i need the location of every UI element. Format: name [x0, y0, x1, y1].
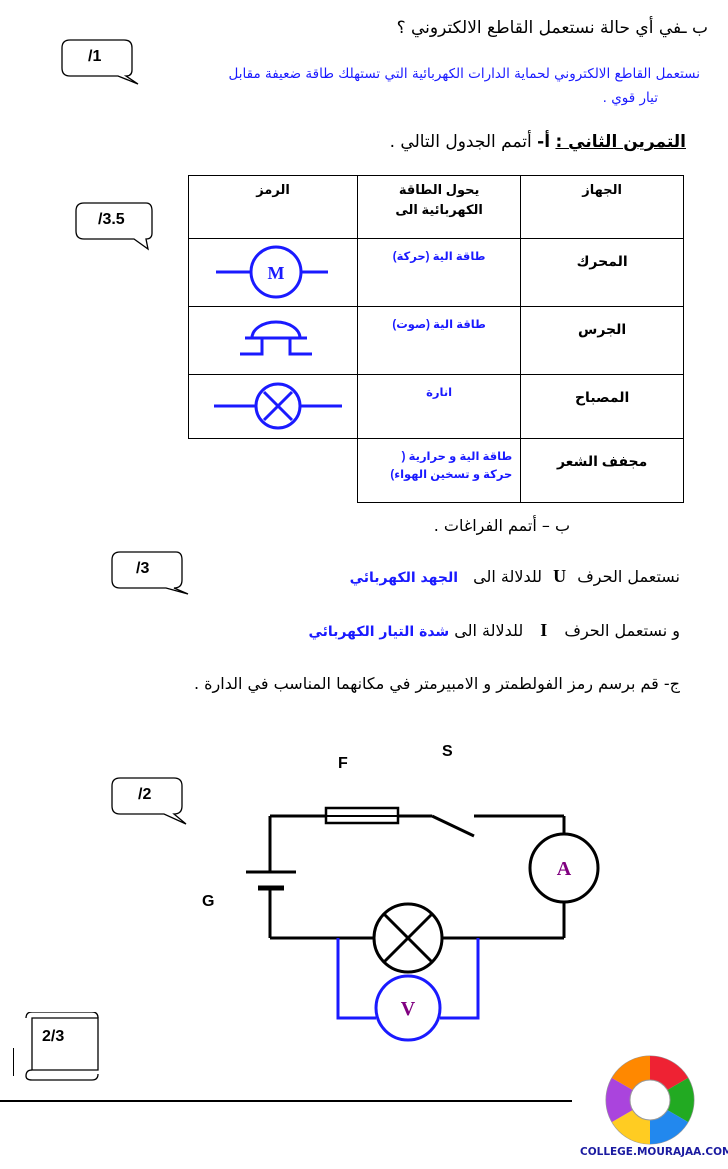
line-i-answer: شدة التيار الكهربائي: [308, 624, 450, 640]
score-2: /2: [138, 786, 152, 803]
header-energy-line1: يحول الطاقة: [398, 182, 480, 197]
device-cell: المصباح: [520, 374, 684, 439]
symbol-cell: [188, 306, 358, 375]
header-energy: يحول الطاقة الكهربائية الى: [356, 175, 522, 239]
line-i-mid: للدلالة الى: [454, 621, 524, 640]
motor-letter: M: [268, 263, 285, 283]
line-u-letter: U: [553, 566, 567, 586]
switch-icon: [431, 814, 475, 838]
score-bubble-3: /3: [111, 551, 202, 607]
answer-1-line1: نستعمل القاطع الالكتروني لحماية الدارات …: [228, 66, 700, 82]
voltmeter-letter: V: [401, 998, 416, 1020]
voltmeter-icon: [374, 974, 442, 1042]
symbol-cell: M: [188, 238, 358, 307]
energy-line1: طاقة الية و حرارية (: [401, 451, 513, 463]
table-row: مجفف الشعر طاقة الية و حرارية ( حركة و ت…: [188, 438, 684, 503]
ammeter-letter: A: [557, 858, 572, 880]
page-number: 2/3: [42, 1028, 65, 1045]
energy-cell: طاقة الية و حرارية ( حركة و تسخين الهواء…: [356, 438, 522, 503]
site-logo-icon: [605, 1055, 695, 1145]
label-g: G: [202, 893, 214, 910]
line-u-text: نستعمل الحرف: [577, 567, 680, 586]
line-u-answer: الجهد الكهربائي: [349, 570, 459, 586]
table-row: المصباح انارة: [188, 374, 684, 439]
energy-cell: طاقة الية (حركة): [356, 238, 522, 307]
score-1: /1: [88, 48, 102, 65]
line-i-text: و نستعمل الحرف: [564, 621, 680, 640]
symbol-cell-empty: [188, 438, 358, 503]
logo-text: COLLEGE.MOURAJAA.COM: [580, 1146, 728, 1158]
exercise-2-a-letter: أ-: [537, 132, 551, 152]
energy-line2: حركة و تسخين الهواء): [390, 469, 513, 481]
table-row: المحرك طاقة الية (حركة) M: [188, 238, 684, 307]
fill-blanks-heading: ب – أتمم الفراغات .: [433, 516, 570, 535]
bottom-rule: [0, 1100, 572, 1102]
header-symbol: الرمز: [188, 175, 358, 239]
score-bubble-1: /1: [61, 39, 152, 95]
energy-table: الجهاز يحول الطاقة الكهربائية الى الرمز …: [188, 175, 684, 503]
header-device-label: الجهاز: [582, 182, 622, 197]
line-i: و نستعمل الحرف I للدلالة الى شدة التيار …: [308, 620, 680, 641]
score-bubble-2: /2: [111, 777, 202, 833]
device-cell: المحرك: [520, 238, 684, 307]
device-cell: الجرس: [520, 306, 684, 375]
line-u-mid: للدلالة الى: [473, 567, 543, 586]
table-row: الجرس طاقة الية (صوت): [188, 306, 684, 375]
lamp-symbol-icon: [214, 382, 342, 430]
score-bubble-35: /3.5: [75, 202, 166, 258]
score-35: /3.5: [98, 211, 125, 228]
left-border-line: [13, 1048, 14, 1076]
answer-1-line2: تيار قوي .: [602, 90, 658, 106]
motor-symbol-icon: M: [216, 245, 328, 299]
exercise-2-heading: التمرين الثاني : أ- أتمم الجدول التالي .: [390, 132, 686, 152]
bell-symbol-icon: [240, 320, 312, 356]
line-i-letter: I: [540, 620, 548, 640]
symbol-cell: [188, 374, 358, 439]
exercise-2-title: التمرين الثاني :: [555, 132, 686, 152]
score-3: /3: [136, 560, 150, 577]
energy-cell: طاقة الية (صوت): [356, 306, 522, 375]
page-number-scroll-icon: [25, 1012, 99, 1081]
label-s: S: [442, 743, 453, 760]
header-device: الجهاز: [520, 175, 684, 239]
question-b: ب ـفي أي حالة نستعمل القاطع الالكتروني ؟: [396, 18, 708, 38]
header-symbol-label: الرمز: [256, 182, 290, 197]
label-f: F: [338, 755, 348, 772]
energy-cell: انارة: [356, 374, 522, 439]
circuit-diagram: A V F S G: [202, 743, 600, 1042]
device-cell: مجفف الشعر: [520, 438, 684, 503]
table-header-row: الجهاز يحول الطاقة الكهربائية الى الرمز: [188, 175, 684, 239]
header-energy-line2: الكهربائية الى: [395, 202, 483, 217]
exercise-2-a-text: أتمم الجدول التالي .: [389, 132, 532, 152]
question-c: ج- قم برسم رمز الفولطمتر و الامبيرمتر في…: [193, 674, 680, 693]
line-u: نستعمل الحرف U للدلالة الى الجهد الكهربا…: [350, 566, 680, 587]
